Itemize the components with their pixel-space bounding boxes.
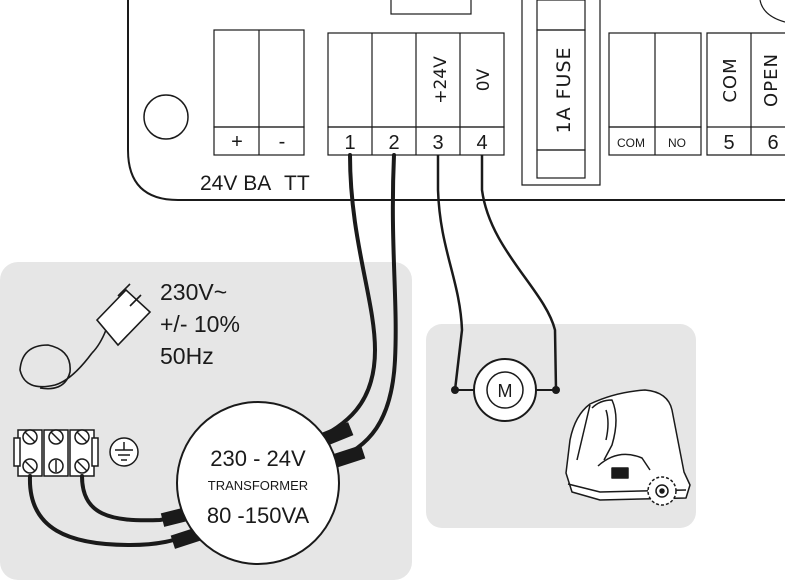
terminal-4[interactable]: 4 xyxy=(476,132,487,154)
relay-com-terminal[interactable]: COM xyxy=(617,136,645,150)
mains-plug-icon xyxy=(19,283,152,390)
transformer-name: TRANSFORMER xyxy=(208,478,308,493)
terminal-4-label: 0V xyxy=(474,68,494,91)
terminal-1[interactable]: 1 xyxy=(344,132,355,154)
transformer-primary-wires xyxy=(27,474,192,548)
board-corner-part xyxy=(759,0,785,23)
terminal-3-label: +24V xyxy=(431,56,451,104)
mains-tolerance: +/- 10% xyxy=(160,311,240,337)
battery-label: 24V BA xyxy=(200,172,271,195)
ground-icon xyxy=(109,437,139,467)
terminal-block-icon xyxy=(13,429,99,477)
wire-boot xyxy=(328,445,366,469)
terminal-5-label: COM xyxy=(720,57,741,102)
motor-label: M xyxy=(498,381,513,401)
transformer-power: 80 -150VA xyxy=(207,503,310,528)
terminal-5[interactable]: 5 xyxy=(723,132,734,154)
battery-terminal-block xyxy=(213,29,305,156)
battery-plus-terminal[interactable]: + xyxy=(231,131,243,153)
input-terminal-block xyxy=(706,32,785,156)
transformer-circle xyxy=(176,401,340,565)
fuse-holder xyxy=(521,0,601,186)
transformer-ratio: 230 - 24V xyxy=(210,446,306,471)
battery-minus-terminal[interactable]: - xyxy=(279,131,286,153)
mains-frequency: 50Hz xyxy=(160,343,214,369)
mains-voltage: 230V~ xyxy=(160,279,227,305)
power-terminal-block xyxy=(327,32,505,156)
fuse-label: 1A FUSE xyxy=(553,46,575,133)
gate-operator-icon xyxy=(565,389,691,506)
terminal-2[interactable]: 2 xyxy=(388,132,399,154)
tt-label: TT xyxy=(284,172,310,195)
terminal-6[interactable]: 6 xyxy=(767,132,778,154)
transformer-secondary-wires xyxy=(313,153,398,464)
relay-no-terminal[interactable]: NO xyxy=(668,136,686,150)
relay-terminal-block xyxy=(608,32,702,156)
control-board-outline xyxy=(127,0,785,201)
terminal-6-label: OPEN xyxy=(761,53,782,107)
motor-wires xyxy=(436,155,558,391)
motor-symbol-icon xyxy=(451,358,560,422)
terminal-3[interactable]: 3 xyxy=(432,132,443,154)
mounting-hole xyxy=(143,94,189,140)
board-top-part xyxy=(390,0,472,15)
